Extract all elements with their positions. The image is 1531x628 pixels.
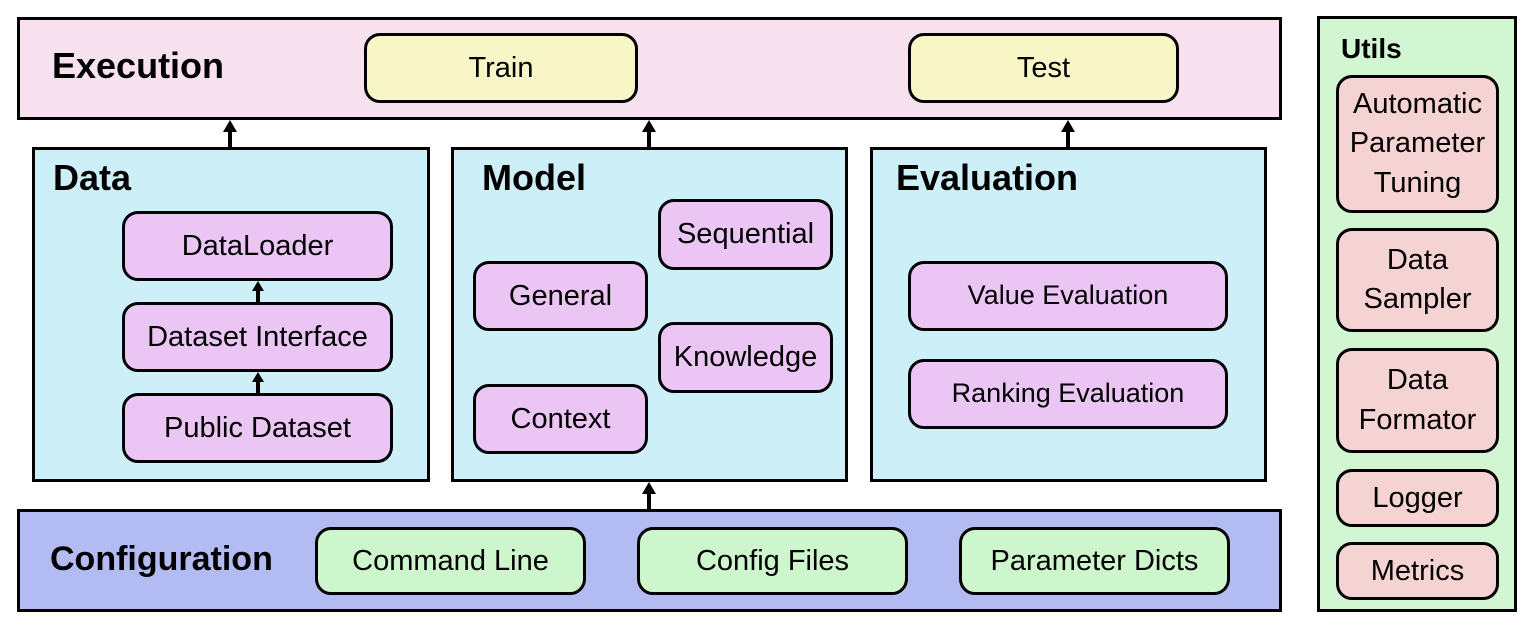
utils-title: Utils: [1341, 33, 1402, 64]
config-files-box: Config Files: [637, 527, 908, 595]
sequential-box: Sequential: [658, 199, 833, 270]
ranking-evaluation-box: Ranking Evaluation: [908, 359, 1228, 429]
context-box: Context: [473, 384, 648, 454]
configuration-title: Configuration: [50, 540, 273, 578]
arrowhead-dataset-interface-to-dataloader: [252, 281, 264, 291]
metrics-box: Metrics: [1336, 542, 1499, 600]
dataset-interface-box: Dataset Interface: [122, 302, 393, 372]
model-title: Model: [482, 157, 586, 198]
parameter-dicts-box: Parameter Dicts: [959, 527, 1230, 595]
arrowhead-data-to-execution: [223, 120, 237, 132]
data-title: Data: [53, 157, 132, 198]
arrowhead-public-dataset-to-dataset-interface: [252, 372, 264, 382]
command-line-box: Command Line: [315, 527, 586, 595]
logger-box: Logger: [1336, 469, 1499, 527]
data-sampler-box: Data Sampler: [1336, 228, 1499, 332]
execution-title: Execution: [52, 45, 225, 86]
automatic-parameter-tuning-box: Automatic Parameter Tuning: [1336, 75, 1499, 213]
knowledge-box: Knowledge: [658, 322, 833, 393]
data-formator-box: Data Formator: [1336, 348, 1499, 453]
dataloader-box: DataLoader: [122, 211, 393, 281]
arrowhead-configuration-to-model: [642, 482, 656, 494]
arrowhead-evaluation-to-execution: [1061, 120, 1075, 132]
public-dataset-box: Public Dataset: [122, 393, 393, 463]
general-box: General: [473, 261, 648, 331]
train-box: Train: [364, 33, 638, 103]
value-evaluation-box: Value Evaluation: [908, 261, 1228, 331]
test-box: Test: [908, 33, 1179, 103]
evaluation-title: Evaluation: [896, 157, 1079, 198]
arrowhead-model-to-execution: [642, 120, 656, 132]
